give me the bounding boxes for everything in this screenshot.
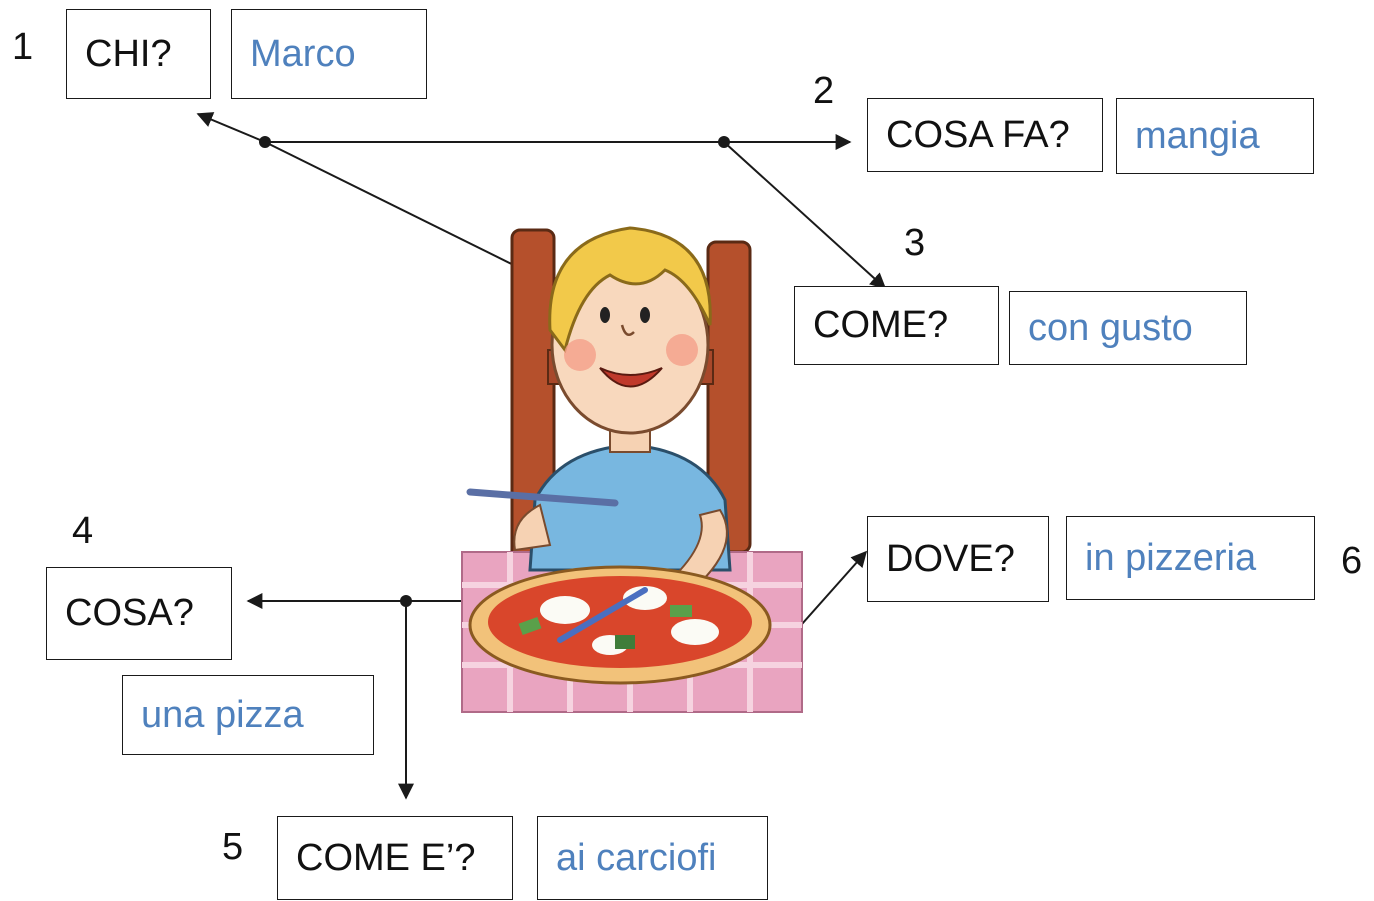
- item-number-6: 6: [1341, 540, 1363, 582]
- question-box-come: COME?: [794, 286, 999, 365]
- junction-dot: [400, 595, 412, 607]
- question-box-dove: DOVE?: [867, 516, 1049, 602]
- junction-dot: [718, 136, 730, 148]
- item-number-2: 2: [813, 70, 835, 112]
- question-box-cosa-fa: COSA FA?: [867, 98, 1103, 172]
- answer-box-in-pizzeria: in pizzeria: [1066, 516, 1315, 600]
- answer-box-marco: Marco: [231, 9, 427, 99]
- answer-box-con-gusto: con gusto: [1009, 291, 1247, 365]
- question-box-cosa: COSA?: [46, 567, 232, 660]
- connector-to-chi: [196, 112, 266, 143]
- item-number-5: 5: [222, 826, 244, 868]
- item-number-4: 4: [72, 510, 94, 552]
- answer-box-mangia: mangia: [1116, 98, 1314, 174]
- answer-box-una-pizza: una pizza: [122, 675, 374, 755]
- connector-to-come: [723, 141, 887, 290]
- item-number-1: 1: [12, 26, 34, 68]
- answer-box-ai-carciofi: ai carciofi: [537, 816, 768, 900]
- junction-dot: [259, 136, 271, 148]
- item-number-3: 3: [904, 222, 926, 264]
- boy-eating-pizza-illustration: [461, 226, 803, 713]
- question-box-come-e: COME E’?: [277, 816, 513, 900]
- connector-head-link: [264, 141, 549, 283]
- question-box-chi: CHI?: [66, 9, 211, 99]
